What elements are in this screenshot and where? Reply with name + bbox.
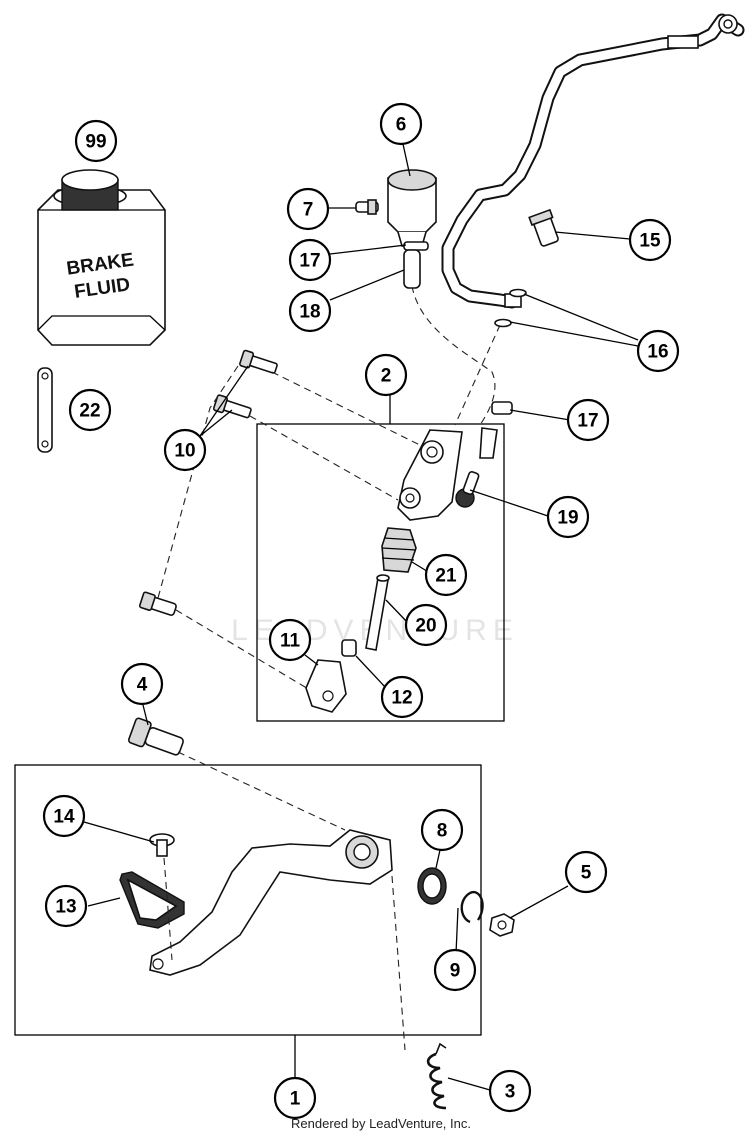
bolt-line-2 xyxy=(249,415,399,501)
clamp-part-17 xyxy=(403,241,429,251)
callout-4: 4 xyxy=(120,662,164,706)
callout-13: 13 xyxy=(44,884,88,928)
reservoir-part xyxy=(387,169,437,247)
callout-17-top: 17 xyxy=(288,238,332,282)
svg-text:17: 17 xyxy=(577,411,598,432)
bolt-part-10b xyxy=(212,394,252,419)
svg-text:20: 20 xyxy=(415,616,436,637)
callout-17-mid: 17 xyxy=(566,398,610,442)
screw-part-14 xyxy=(149,833,175,857)
bearing-part xyxy=(417,867,447,905)
svg-text:99: 99 xyxy=(85,132,106,153)
callout-2: 2 xyxy=(364,353,408,397)
washer-part-16a xyxy=(509,288,527,298)
spring-part xyxy=(391,875,447,1110)
callout-18: 18 xyxy=(288,289,332,333)
brake-pedal-part xyxy=(149,829,393,976)
push-rod-part-20 xyxy=(365,574,390,651)
pivot-bolt-part xyxy=(127,717,184,756)
svg-text:18: 18 xyxy=(299,302,320,323)
brake-fluid-bottle: BRAKE FLUID xyxy=(37,169,166,346)
step-line xyxy=(163,857,173,961)
svg-text:21: 21 xyxy=(435,566,457,587)
leader-lines xyxy=(83,143,639,1091)
svg-text:10: 10 xyxy=(174,441,195,462)
callout-19: 19 xyxy=(546,495,590,539)
bolt-line-1 xyxy=(271,371,431,451)
callout-5: 5 xyxy=(564,850,608,894)
svg-text:8: 8 xyxy=(437,821,448,842)
callout-10: 10 xyxy=(163,428,207,472)
svg-text:9: 9 xyxy=(450,961,461,982)
clevis-part-11 xyxy=(305,659,347,713)
hose-part-18 xyxy=(403,249,421,289)
callout-3: 3 xyxy=(488,1069,532,1113)
callout-16: 16 xyxy=(636,329,680,373)
svg-text:4: 4 xyxy=(137,675,148,696)
boot-part-21 xyxy=(381,527,417,573)
bleeder-part-19 xyxy=(455,470,480,508)
callout-1: 1 xyxy=(273,1076,317,1120)
banjo-fitting-part xyxy=(528,208,559,247)
master-cylinder-part xyxy=(397,427,498,521)
nut-part-5 xyxy=(489,913,515,937)
svg-text:12: 12 xyxy=(391,688,412,709)
bolt-part-10c xyxy=(138,591,177,616)
svg-text:11: 11 xyxy=(280,631,301,652)
callout-99: 99 xyxy=(74,119,118,163)
callout-15: 15 xyxy=(628,218,672,262)
callout-14: 14 xyxy=(42,794,86,838)
svg-text:1: 1 xyxy=(290,1089,301,1110)
svg-text:13: 13 xyxy=(55,897,76,918)
hose-part-17b xyxy=(479,427,498,459)
master-cylinder-assembly-box xyxy=(256,423,505,722)
pivot-line xyxy=(177,751,346,831)
hose-route-line-2 xyxy=(454,324,501,426)
svg-text:14: 14 xyxy=(53,807,75,828)
brake-hose xyxy=(441,13,745,309)
circlip-part xyxy=(460,890,484,924)
washer-part-16b xyxy=(494,318,512,328)
callout-11: 11 xyxy=(268,618,312,662)
svg-text:16: 16 xyxy=(647,342,668,363)
svg-text:5: 5 xyxy=(581,863,592,884)
svg-text:22: 22 xyxy=(79,401,100,422)
bolt-line-4 xyxy=(157,365,239,599)
callout-21: 21 xyxy=(424,553,468,597)
svg-text:7: 7 xyxy=(303,200,314,221)
strap-part xyxy=(37,367,53,453)
fitting-part-17 xyxy=(491,401,513,415)
hose-route-line xyxy=(411,285,496,426)
footer-credit: Rendered by LeadVenture, Inc. xyxy=(291,1116,471,1131)
callout-6: 6 xyxy=(379,102,423,146)
callout-22: 22 xyxy=(68,388,112,432)
svg-text:2: 2 xyxy=(381,366,392,387)
callout-12: 12 xyxy=(380,675,424,719)
callout-9: 9 xyxy=(433,948,477,992)
svg-text:17: 17 xyxy=(299,251,320,272)
pedal-step-part xyxy=(119,871,185,929)
svg-text:3: 3 xyxy=(505,1082,516,1103)
callout-20: 20 xyxy=(404,603,448,647)
callout-7: 7 xyxy=(286,187,330,231)
callout-8: 8 xyxy=(420,808,464,852)
svg-text:15: 15 xyxy=(639,231,661,252)
nut-part-12 xyxy=(341,639,357,657)
bolt-part-10a xyxy=(239,349,278,374)
svg-text:6: 6 xyxy=(396,115,407,136)
bolt-line-3 xyxy=(175,609,311,691)
svg-text:19: 19 xyxy=(557,508,578,529)
screw-part-7 xyxy=(355,199,379,215)
